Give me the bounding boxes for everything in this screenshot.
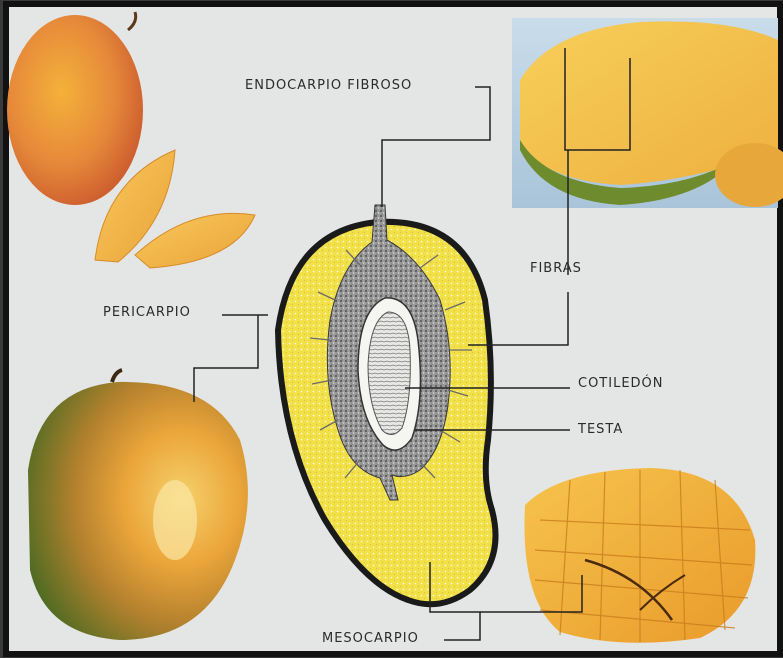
label-testa: TESTA bbox=[578, 423, 623, 436]
label-endocarpio-fibroso: ENDOCARPIO FIBROSO bbox=[245, 79, 412, 92]
label-cotiledon: COTILEDÓN bbox=[578, 377, 664, 390]
label-pericarpio: PERICARPIO bbox=[103, 306, 191, 319]
label-fibras: FIBRAS bbox=[530, 262, 582, 275]
mango-hedgehog-cut-icon bbox=[524, 468, 755, 643]
label-mesocarpio: MESOCARPIO bbox=[322, 632, 419, 645]
mango-halved-photo-icon bbox=[512, 18, 783, 208]
